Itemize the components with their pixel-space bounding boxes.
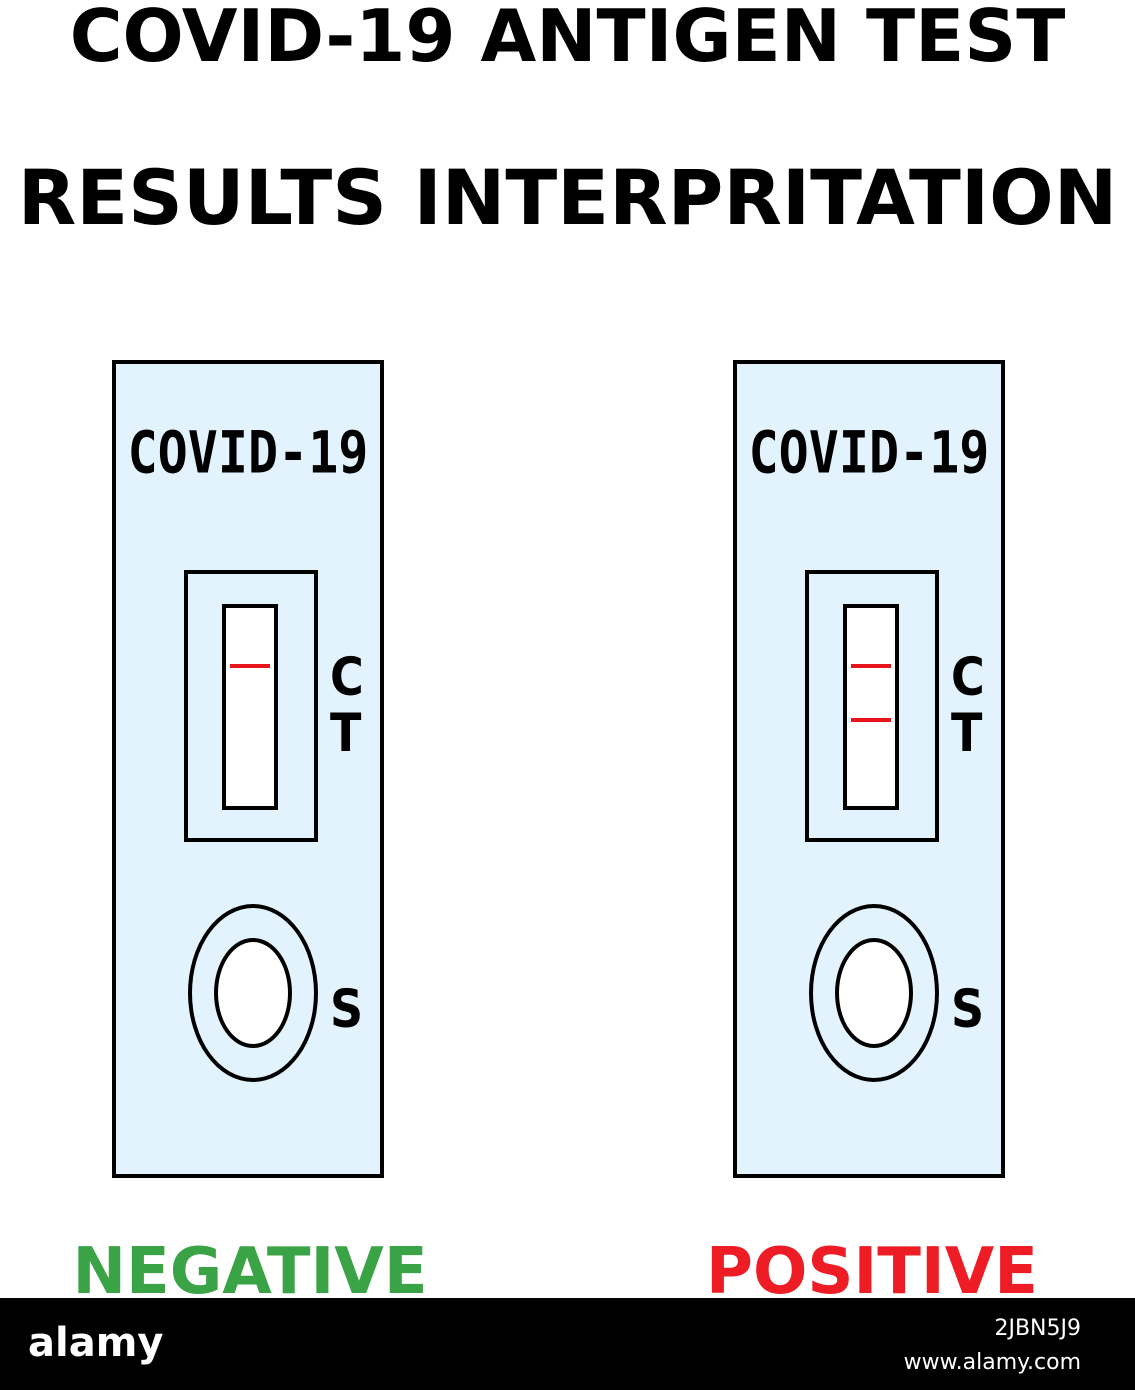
cassette-label: COVID-19 xyxy=(127,419,369,487)
alamy-logo: alamy xyxy=(28,1320,164,1366)
test-strip xyxy=(222,604,278,810)
sample-well xyxy=(835,938,913,1048)
sample-mark: S xyxy=(330,977,364,1040)
control-mark: C xyxy=(330,645,364,708)
title-line-2: RESULTS INTERPRITATION xyxy=(17,153,1118,242)
title-line-1: COVID-19 ANTIGEN TEST xyxy=(69,0,1066,78)
control-line xyxy=(230,664,270,668)
test-line xyxy=(230,718,270,722)
test-mark: T xyxy=(951,701,983,764)
watermark-footer: alamy 2JBN5J9 www.alamy.com xyxy=(0,1298,1135,1390)
control-mark: C xyxy=(951,645,985,708)
sample-well-outer xyxy=(188,904,318,1082)
positive-result-label: POSITIVE xyxy=(706,1235,1038,1309)
negative-result-label: NEGATIVE xyxy=(72,1235,428,1309)
sample-well-outer xyxy=(809,904,939,1082)
test-strip xyxy=(843,604,899,810)
result-window xyxy=(184,570,318,842)
test-mark: T xyxy=(330,701,362,764)
control-line xyxy=(851,664,891,668)
sample-mark: S xyxy=(951,977,985,1040)
sample-well xyxy=(214,938,292,1048)
result-window xyxy=(805,570,939,842)
image-id: 2JBN5J9 xyxy=(994,1316,1081,1341)
negative-test-cassette: COVID-19 C T S xyxy=(112,360,384,1178)
test-line xyxy=(851,718,891,722)
positive-test-cassette: COVID-19 C T S xyxy=(733,360,1005,1178)
site-url: www.alamy.com xyxy=(903,1350,1081,1375)
cassette-label: COVID-19 xyxy=(748,419,990,487)
